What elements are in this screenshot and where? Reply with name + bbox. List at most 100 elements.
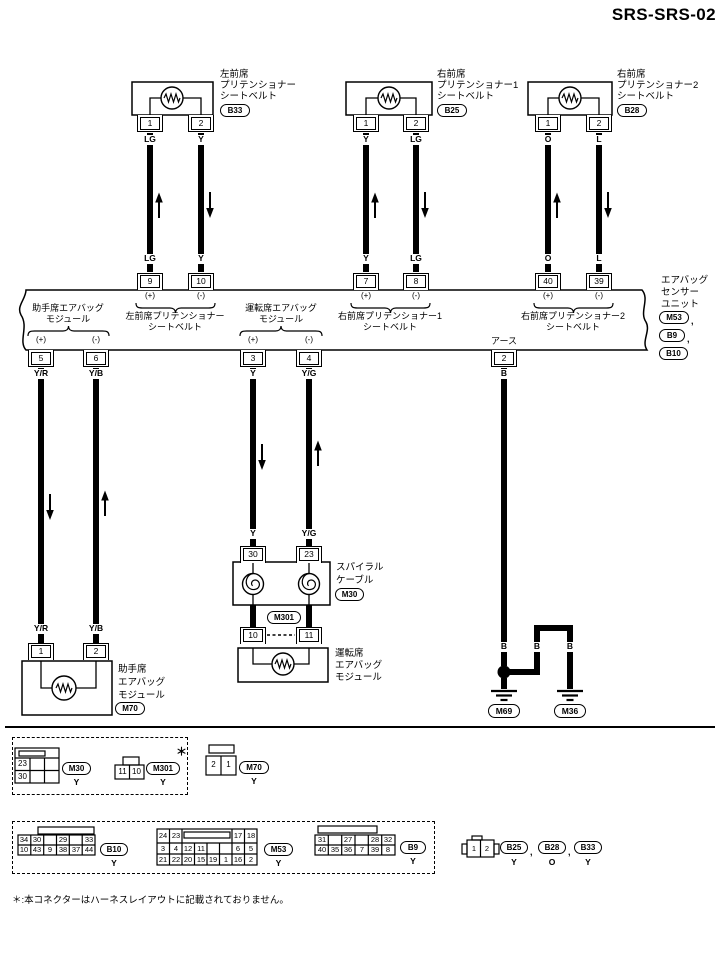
legend-cell: 5 [248,844,254,853]
group-label: 左前席プリテンショナー [125,311,225,321]
legend-cell: 24 [158,831,168,840]
pin-unit-39: 39 [586,273,612,290]
pin-m30-23: 23 [296,546,322,563]
component-name: プリテンショナー2 [617,80,699,91]
legend-connector-b9: B9 [400,841,426,854]
legend-cell: 17 [233,831,243,840]
connector-label-b25: B25 [437,104,467,117]
comma: , [568,847,571,857]
pin-number: 2 [191,117,211,130]
wire-color-label: Y/B [87,368,105,379]
wire-color-label: LG [142,253,158,264]
legend-connector-b25: B25 [500,841,528,854]
pin-b33-2: 2 [188,115,214,132]
legend-cell: 40 [317,845,327,854]
pin-number: 8 [406,275,426,288]
legend-cell: 33 [84,835,94,844]
legend-cell: 12 [183,844,193,853]
legend-connector-m301: M301 [146,762,180,775]
legend-cell: 36 [343,845,353,854]
legend-cell: 27 [343,835,353,844]
group-braces [27,302,614,337]
pin-unit-40: 40 [535,273,561,290]
group-label: 右前席プリテンショナー2 [520,311,626,321]
connector-label-b10: B10 [659,347,688,360]
legend-cell: 19 [208,855,218,864]
wire-color-label: L [594,253,604,264]
sensor-unit-band [18,289,649,351]
legend-cell: 2 [211,760,216,769]
legend-color: Y [158,777,168,788]
pin-unit-7: 7 [353,273,379,290]
pin-number: 6 [86,352,106,365]
group-label: 右前席プリテンショナー1 [337,311,443,321]
unit-name: エアバッグ [661,275,709,286]
component-name: 運転席 [335,648,364,659]
wire-color-label: L [594,134,604,145]
legend-connector-b33: B33 [574,841,602,854]
comma: , [691,316,694,326]
legend-cell: 8 [385,845,391,854]
group-label: 助手席エアバッグ [32,303,104,313]
asterisk-marker: ＊ [176,746,187,758]
polarity-label: (+) [36,335,46,344]
pin-m70-1: 1 [28,643,54,660]
wire-color-label: LG [142,134,158,145]
wire-color-label: O [543,253,553,264]
legend-connector-drawings [14,744,500,866]
legend-cell: 23 [18,759,27,768]
pin-number: 5 [31,352,51,365]
pin-number: 23 [299,548,319,561]
component-name: ケーブル [336,575,374,586]
legend-cell: 7 [359,845,365,854]
pin-unit-6: 6 [83,350,109,367]
legend-cell: 11 [197,844,205,853]
polarity-label: (+) [248,335,258,344]
pin-number: 2 [494,352,514,365]
page-title: SRS-SRS-02 [611,5,716,24]
component-name: エアバッグ [335,660,383,671]
legend-cell: 28 [370,835,380,844]
polarity-label: (-) [92,335,100,344]
wire-color-label: Y [196,253,206,264]
pin-unit-2: 2 [491,350,517,367]
wire-color-label: LG [408,253,424,264]
legend-cell: 37 [71,845,81,854]
legend-cell: 6 [235,844,241,853]
arrow-heads [46,192,612,520]
group-label: シートベルト [362,322,418,332]
legend-color: Y [249,776,259,787]
connector-label-m70: M70 [115,702,145,715]
component-name: 右前席 [437,69,466,80]
wire-color-label: Y [248,528,258,539]
polarity-label: (+) [145,291,155,300]
legend-cell: 20 [183,855,193,864]
legend-cell: 11 [118,767,127,776]
component-name: 左前席 [220,69,249,80]
pin-number: 1 [31,645,51,658]
ground-symbols [491,689,583,702]
connector-label-b33: B33 [220,104,250,117]
wire-color-label: Y [196,134,206,145]
pin-number: 39 [589,275,609,288]
pin-unit-3: 3 [240,350,266,367]
pin-number: 10 [191,275,211,288]
component-name: シートベルト [617,91,675,102]
wire-color-label: B [499,368,509,379]
component-name: シートベルト [220,91,278,102]
connector-label-m30: M30 [335,588,364,601]
arrow-stems [49,192,609,516]
component-name: プリテンショナー1 [437,80,519,91]
pin-number: 7 [356,275,376,288]
legend-cell: 2 [484,844,490,853]
pin-number: 40 [538,275,558,288]
pin-number: 2 [406,117,426,130]
wire-color-label: Y [361,253,371,264]
pin-unit-9: 9 [137,273,163,290]
comma: , [530,847,533,857]
component-name: 右前席 [617,69,646,80]
wire-color-label: Y/G [300,528,318,539]
pin-unit-4: 4 [296,350,322,367]
